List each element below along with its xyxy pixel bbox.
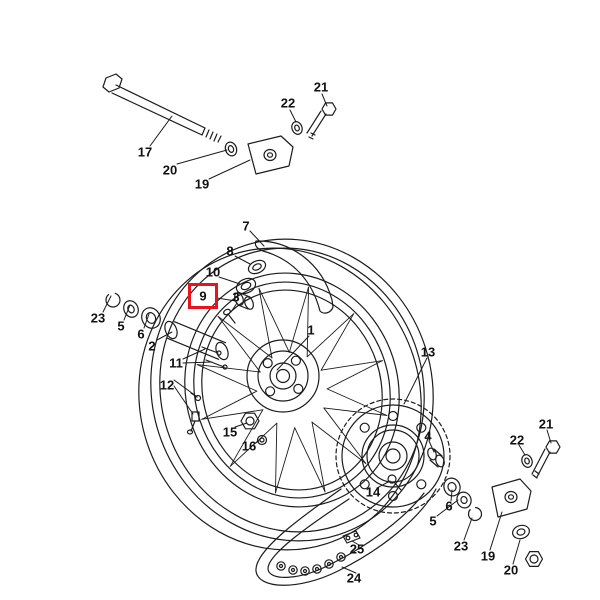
washer-top bbox=[224, 141, 238, 157]
part-label-6-right: 6 bbox=[445, 498, 453, 514]
adjuster-washer-top bbox=[291, 121, 303, 135]
chain-adjuster-block-top bbox=[247, 135, 294, 175]
seal-left bbox=[123, 300, 139, 318]
part-label-19-top: 19 bbox=[194, 176, 210, 192]
axle-shaft bbox=[102, 73, 222, 143]
part-label-4: 4 bbox=[424, 428, 432, 444]
brake-panel-cover bbox=[254, 240, 334, 314]
master-link bbox=[342, 530, 361, 544]
part-label-9[interactable]: 9 bbox=[199, 288, 207, 304]
part-label-10: 10 bbox=[205, 264, 221, 280]
circlip-left bbox=[105, 292, 121, 308]
sprocket bbox=[335, 398, 451, 514]
part-label-14: 14 bbox=[365, 484, 381, 500]
circlip-right bbox=[467, 506, 483, 522]
part-label-23-left: 23 bbox=[90, 310, 106, 326]
adjuster-nut-right bbox=[524, 550, 544, 568]
hub bbox=[246, 339, 320, 413]
seal-right bbox=[456, 491, 472, 509]
wheel bbox=[138, 238, 434, 551]
part-label-22-right: 22 bbox=[509, 432, 525, 448]
oil-seal-10 bbox=[235, 277, 257, 295]
part-label-20-top: 20 bbox=[162, 162, 178, 178]
bearing-right bbox=[443, 477, 461, 497]
part-label-5-left: 5 bbox=[117, 318, 125, 334]
part-label-15: 15 bbox=[222, 424, 238, 440]
washer-right bbox=[512, 524, 530, 540]
part-label-6-left: 6 bbox=[137, 326, 145, 342]
washer-16 bbox=[256, 434, 268, 446]
leader-lines bbox=[102, 93, 552, 574]
sprocket-bolt bbox=[387, 474, 402, 491]
screw-3 bbox=[223, 308, 236, 324]
part-label-5-right: 5 bbox=[429, 513, 437, 529]
highlight-box-part-9[interactable] bbox=[188, 283, 218, 309]
part-label-24: 24 bbox=[346, 570, 362, 586]
axle-nut bbox=[240, 412, 260, 430]
adjuster-washer-right bbox=[521, 454, 533, 468]
adjuster-bolt-right bbox=[531, 440, 561, 479]
part-label-23-right: 23 bbox=[453, 538, 469, 554]
part-label-3: 3 bbox=[232, 289, 240, 305]
part-label-22-top: 22 bbox=[280, 95, 296, 111]
seal-ring-8 bbox=[247, 259, 267, 275]
chain-adjuster-block-right bbox=[491, 478, 532, 518]
part-label-17: 17 bbox=[137, 144, 153, 160]
part-label-8: 8 bbox=[226, 243, 234, 259]
part-label-25: 25 bbox=[349, 541, 365, 557]
part-label-1: 1 bbox=[307, 322, 315, 338]
part-label-13: 13 bbox=[420, 344, 436, 360]
part-label-20-right: 20 bbox=[503, 562, 519, 578]
drive-chain bbox=[255, 488, 437, 586]
part-label-2: 2 bbox=[148, 338, 156, 354]
part-label-7: 7 bbox=[242, 218, 250, 234]
collar-4 bbox=[427, 447, 445, 468]
part-label-11: 11 bbox=[169, 355, 183, 371]
spokes bbox=[196, 286, 388, 494]
part-label-16: 16 bbox=[241, 438, 257, 454]
valve-stem bbox=[186, 411, 200, 435]
part-label-19-right: 19 bbox=[480, 548, 496, 564]
part-label-21-top: 21 bbox=[313, 79, 329, 95]
adjuster-bolt-top bbox=[306, 102, 337, 140]
part-label-12: 12 bbox=[159, 377, 175, 393]
part-label-21-right: 21 bbox=[538, 416, 554, 432]
collar-9 bbox=[234, 292, 254, 310]
